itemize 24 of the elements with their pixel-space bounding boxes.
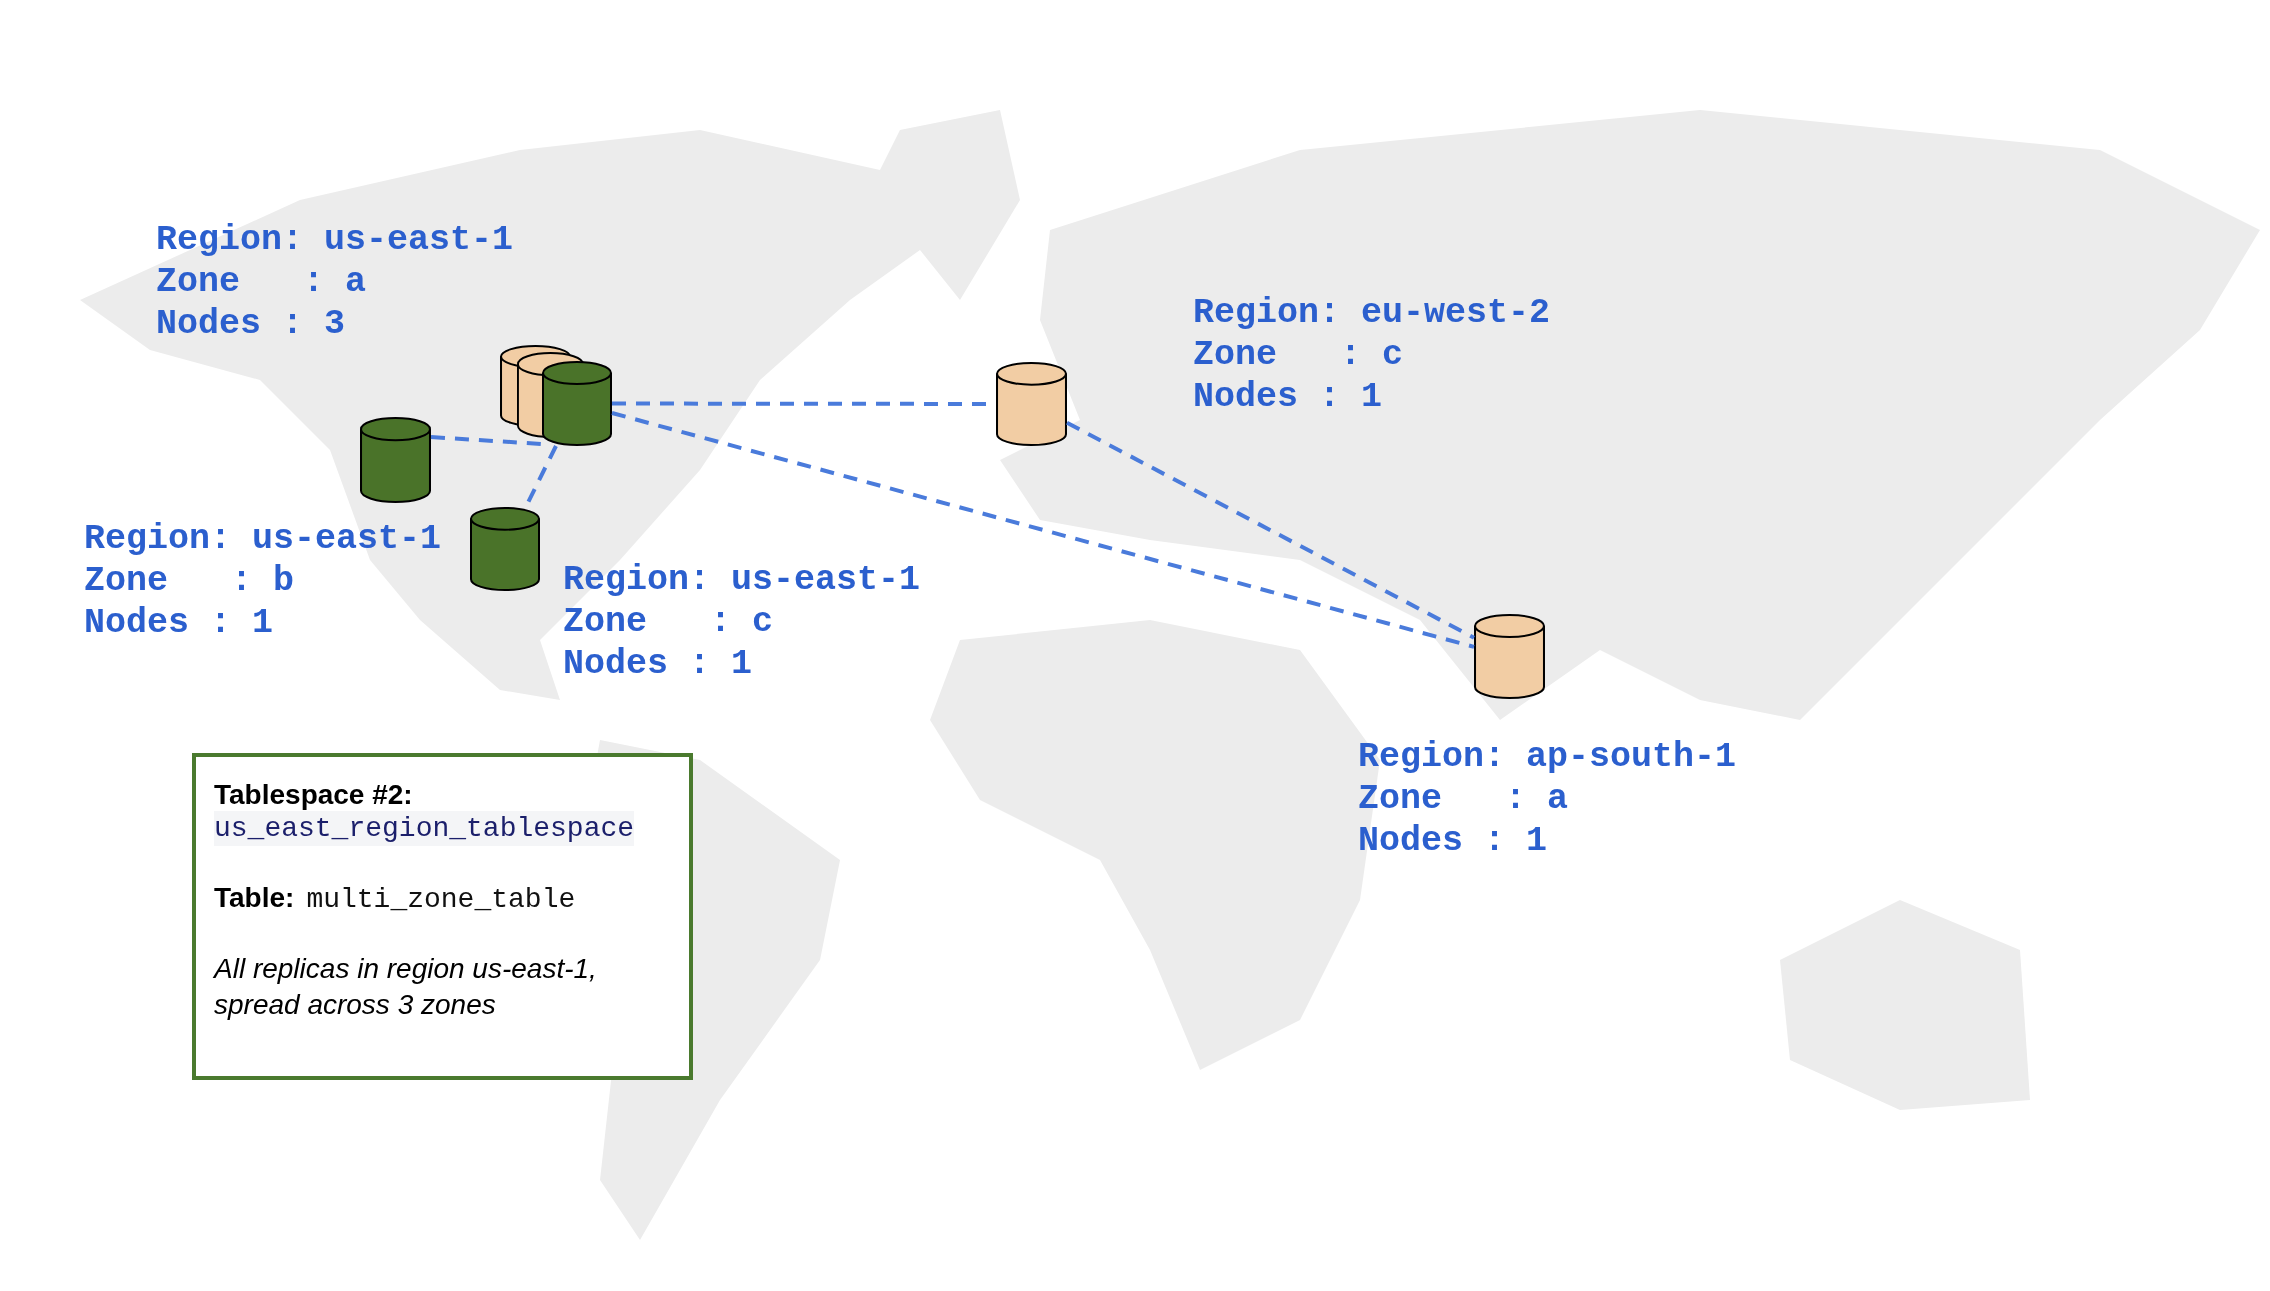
region-info-text: Zone : a (156, 261, 367, 303)
region-info-text: Region: us-east-1 (84, 518, 442, 560)
region-info-text: Region: us-east-1 (156, 219, 514, 261)
table-label: Table: (214, 882, 295, 914)
dashed-connector (430, 435, 543, 446)
region-info-text: Zone : c (563, 601, 774, 643)
region-info-text: Region: ap-south-1 (1358, 736, 1737, 778)
tablespace-name: us_east_region_tablespace (214, 811, 635, 846)
table-name: multi_zone_table (306, 883, 576, 917)
region-info-text: Zone : a (1358, 778, 1569, 820)
region-info-text: Region: eu-west-2 (1193, 292, 1551, 334)
info-card (192, 753, 693, 1080)
region-info-text: Nodes : 1 (84, 602, 274, 644)
region-info-text: Zone : b (84, 560, 295, 602)
heading: Tablespace #2: (214, 779, 413, 811)
description: All replicas in region us-east-1, spread across 3 zones (214, 952, 598, 1022)
region-info-text: Nodes : 1 (1358, 820, 1548, 862)
region-info-text: Region: us-east-1 (563, 559, 921, 601)
region-info-text: Nodes : 1 (563, 643, 753, 685)
region-info-text: Nodes : 3 (156, 303, 346, 345)
dashed-connector (1066, 421, 1475, 640)
region-info-text: Nodes : 1 (1193, 376, 1383, 418)
region-info-text: Zone : c (1193, 334, 1404, 376)
dashed-connector (611, 411, 1475, 649)
